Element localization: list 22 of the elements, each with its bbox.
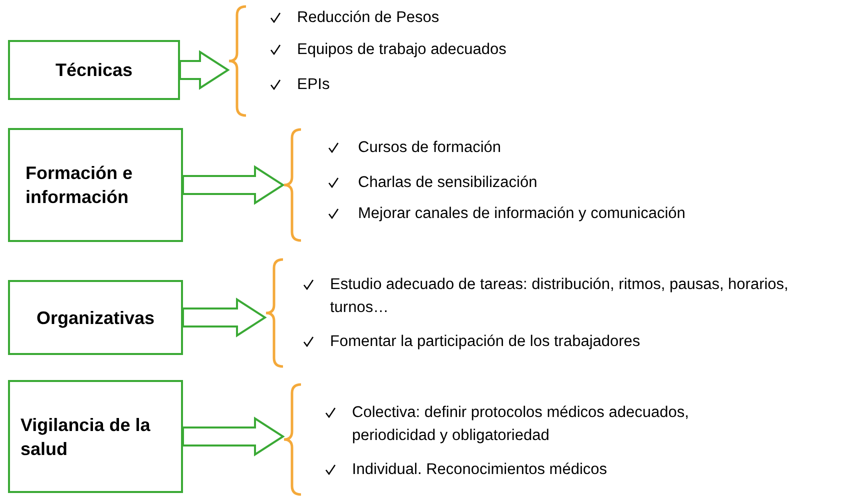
- bullet-text: Mejorar canales de información y comunicación: [358, 204, 686, 224]
- bullet-text: Equipos de trabajo adecuados: [297, 40, 508, 60]
- category-title: Vigilancia de la salud: [20, 414, 152, 460]
- category-box: [8, 380, 183, 493]
- category-title: Técnicas: [55, 59, 133, 82]
- category-title: Organizativas: [36, 306, 155, 330]
- block-arrow: [182, 165, 285, 205]
- category-title: Formación e información: [26, 162, 134, 209]
- block-arrow: [182, 298, 267, 338]
- category-box: [8, 280, 183, 355]
- bullet-text: Charlas de sensibilización: [358, 173, 538, 193]
- bullet-text: Fomentar la participación de los trabajadores: [330, 332, 642, 352]
- block-arrow: [179, 50, 230, 90]
- bullet-text: Individual. Reconocimientos médicos: [352, 460, 608, 480]
- bullet-text: Estudio adecuado de tareas: distribución, ritmos, pausas, horarios, turnos…: [330, 275, 790, 318]
- bullet-text: EPIs: [297, 75, 331, 95]
- bullet-text: Colectiva: definir protocolos médicos adecuados, periodicidad y obligatoriedad: [352, 403, 690, 446]
- block-arrow: [182, 416, 285, 456]
- bullet-text: Cursos de formación: [358, 138, 502, 158]
- category-box: [8, 128, 183, 242]
- category-box: [8, 40, 180, 100]
- bullet-text: Reducción de Pesos: [297, 8, 440, 28]
